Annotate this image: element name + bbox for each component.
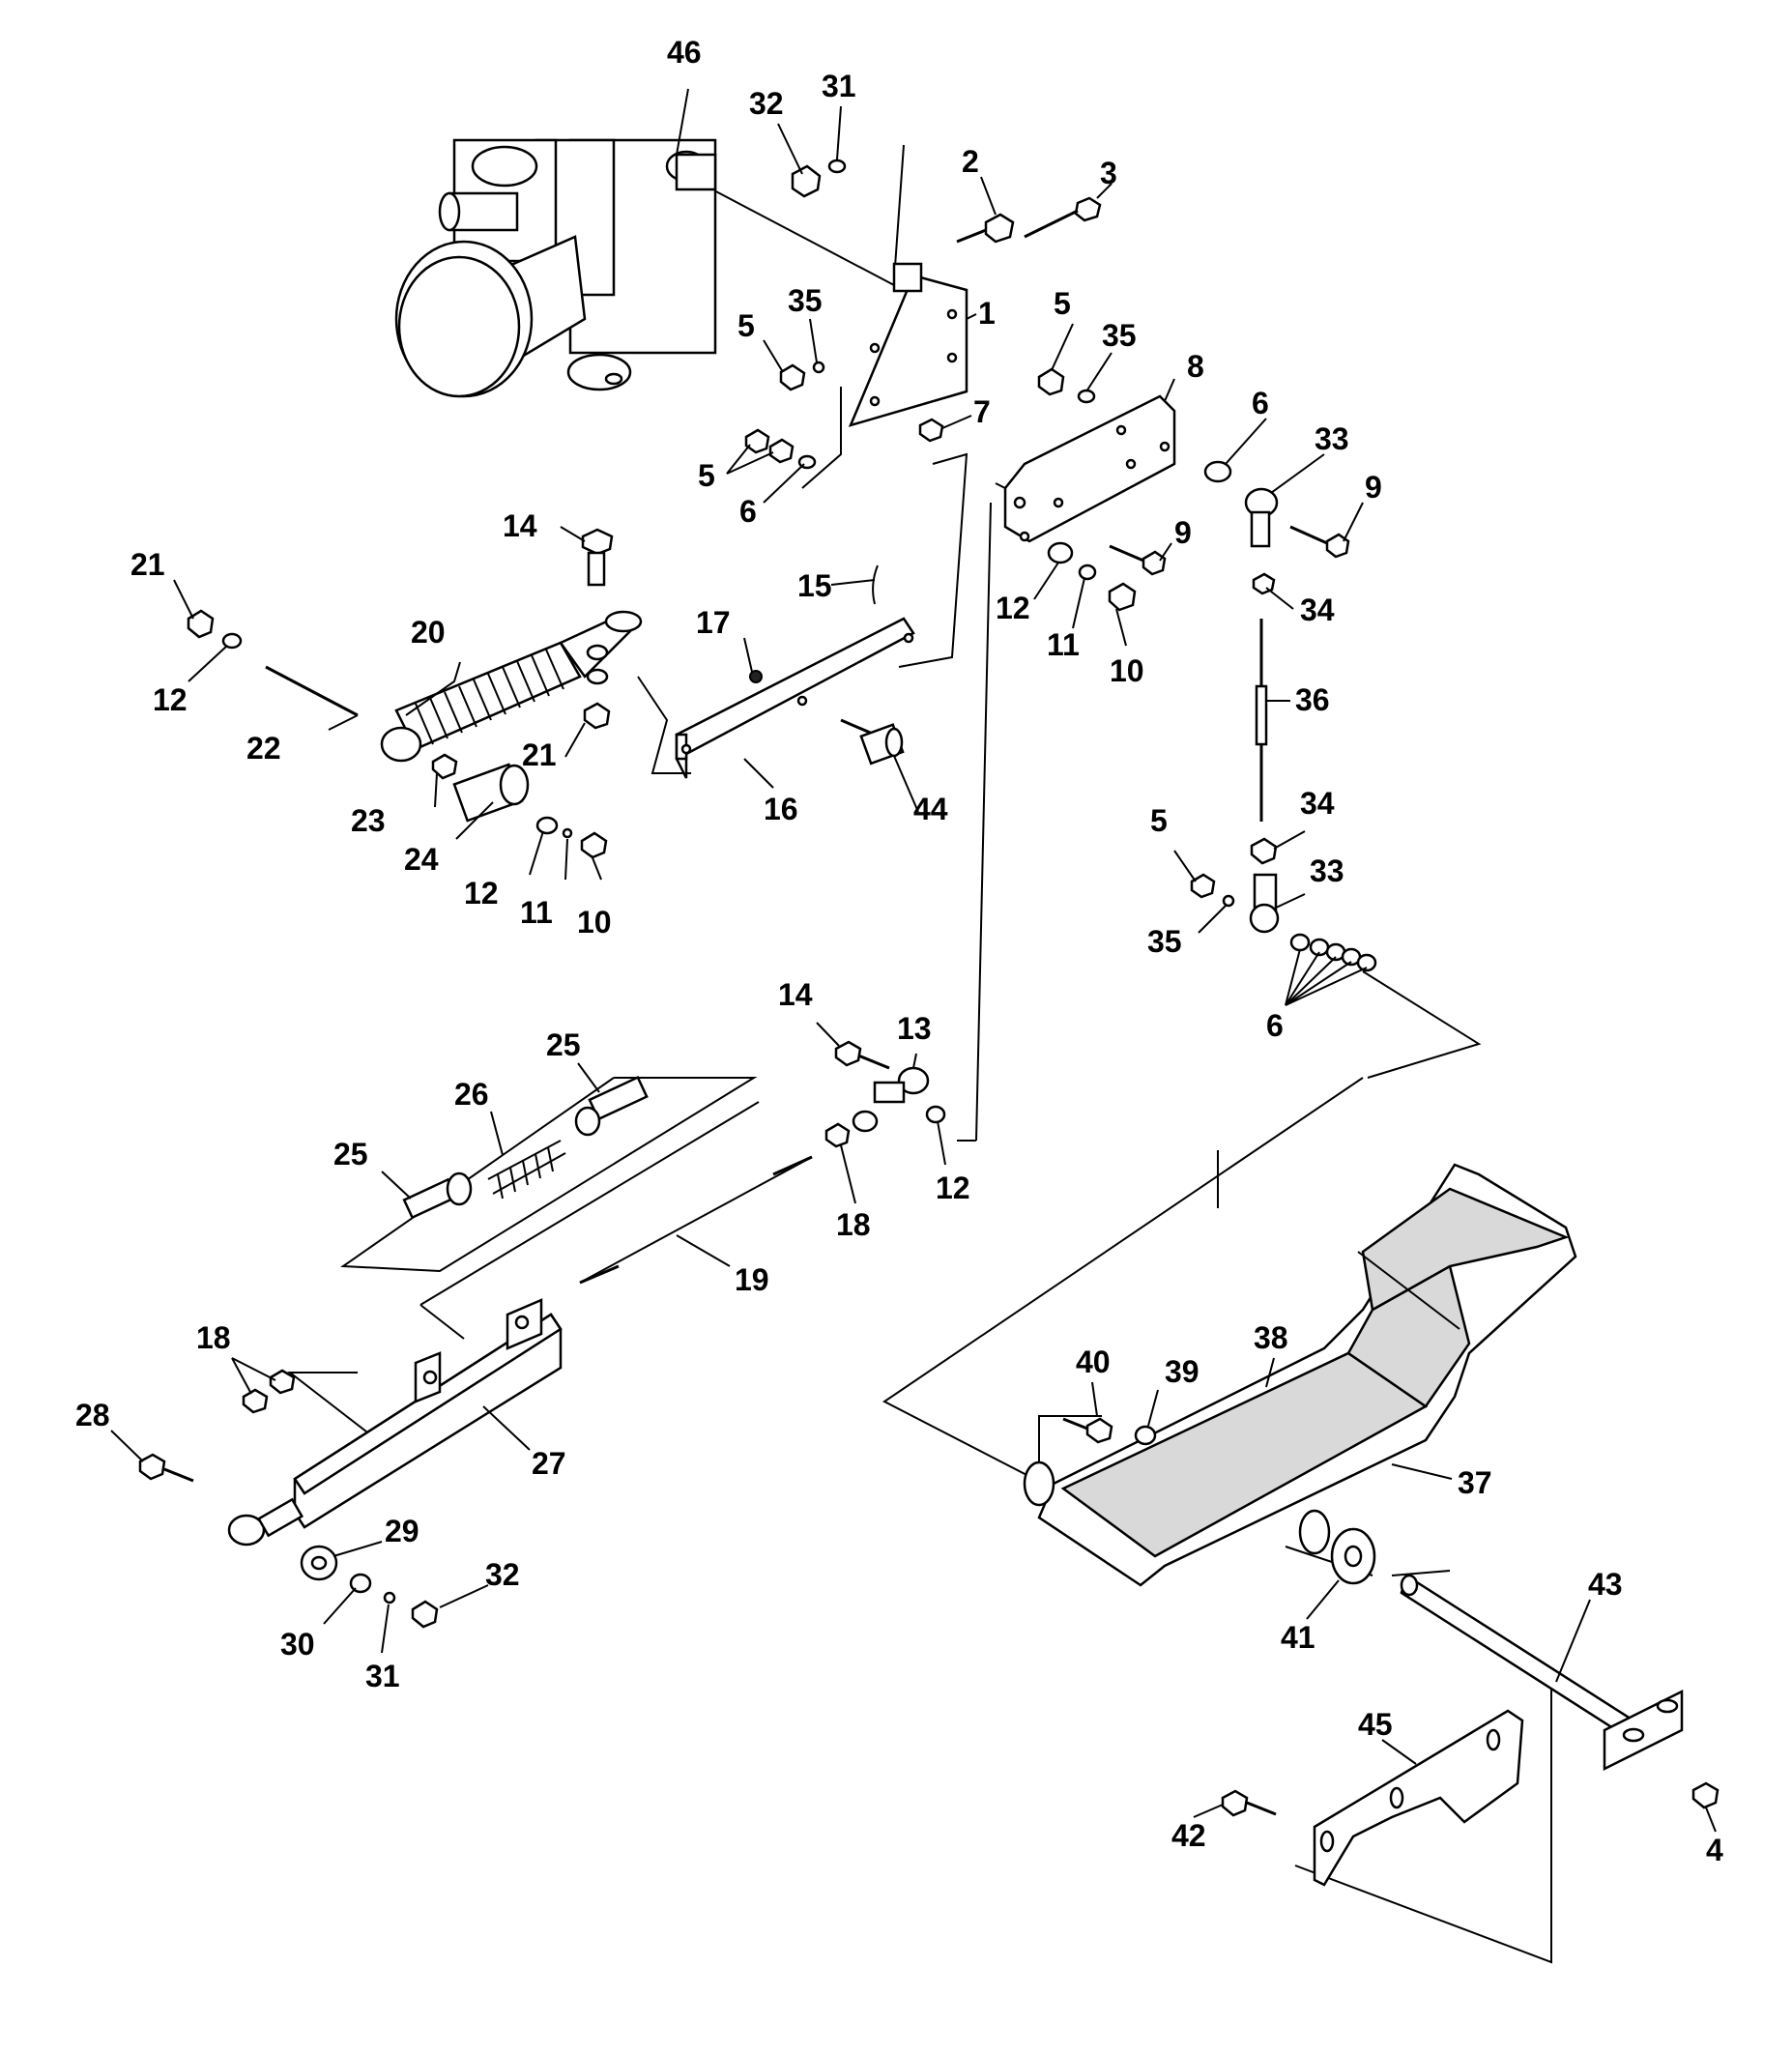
label-4: 4 [1706, 1833, 1723, 1867]
label-21b: 21 [522, 737, 557, 772]
label-35b: 35 [1102, 318, 1137, 353]
label-14b: 14 [778, 977, 813, 1012]
label-43: 43 [1588, 1567, 1623, 1602]
label-10a: 10 [1110, 653, 1144, 688]
label-13: 13 [897, 1011, 932, 1046]
label-31b: 31 [365, 1659, 400, 1693]
label-27: 27 [532, 1446, 566, 1481]
label-42: 42 [1171, 1818, 1206, 1853]
spring-26 [487, 1140, 566, 1200]
label-38: 38 [1254, 1320, 1288, 1355]
label-37: 37 [1458, 1465, 1492, 1500]
label-41: 41 [1281, 1620, 1315, 1655]
label-19: 19 [735, 1262, 769, 1297]
label-5d: 5 [1150, 803, 1168, 838]
label-11b: 11 [520, 895, 553, 930]
label-8: 8 [1187, 349, 1204, 384]
label-26: 26 [454, 1077, 489, 1112]
label-6b: 6 [1252, 386, 1269, 420]
label-16: 16 [764, 792, 798, 826]
plate-8 [995, 394, 1176, 543]
label-44: 44 [913, 792, 948, 826]
label-6c: 6 [1266, 1008, 1284, 1043]
label-28: 28 [75, 1398, 110, 1432]
label-12a: 12 [153, 682, 188, 717]
label-36: 36 [1295, 682, 1330, 717]
linkage-rod-assembly [402, 1040, 946, 1285]
label-34a: 34 [1300, 593, 1335, 627]
label-5b: 5 [1054, 286, 1071, 321]
label-3: 1 [978, 296, 996, 331]
label-35a: 35 [788, 283, 823, 318]
label-32b: 32 [485, 1557, 520, 1592]
callout-labels: 46 32 31 2 3 1 5 35 5 35 8 7 5 6 6 33 9 … [75, 35, 1723, 1867]
label-5a: 5 [737, 308, 755, 343]
spring-arm-assembly [187, 528, 915, 859]
label-5c: 5 [698, 458, 715, 493]
label-20: 20 [411, 615, 446, 650]
label-15: 15 [797, 568, 832, 603]
label-33a: 33 [1315, 421, 1349, 456]
label-6a: 6 [739, 494, 757, 529]
label-39: 39 [1165, 1354, 1199, 1389]
label-11a: 11 [1047, 627, 1080, 662]
label-35c: 35 [1147, 924, 1182, 959]
label-30: 30 [280, 1627, 315, 1662]
label-23: 23 [351, 803, 386, 838]
label-18a: 18 [836, 1207, 871, 1242]
label-12c: 12 [464, 876, 499, 911]
label-9a: 9 [1365, 470, 1382, 505]
label-25a: 25 [546, 1027, 581, 1062]
label-24: 24 [404, 842, 439, 877]
bracket-1 [848, 262, 968, 427]
label-46: 46 [667, 35, 702, 70]
label-25b: 25 [333, 1137, 368, 1171]
label-1: 3 [1100, 156, 1117, 190]
label-17: 17 [696, 605, 731, 640]
label-34b: 34 [1300, 786, 1335, 821]
foot-pedal-37 [1023, 1163, 1720, 1887]
label-22: 22 [246, 731, 281, 766]
label-29: 29 [385, 1514, 419, 1548]
label-45: 45 [1358, 1707, 1393, 1742]
label-33b: 33 [1310, 853, 1344, 888]
label-12b: 12 [996, 591, 1030, 625]
label-40: 40 [1076, 1345, 1111, 1379]
label-32: 32 [749, 86, 784, 121]
label-31: 31 [822, 69, 856, 103]
label-18b: 18 [196, 1320, 231, 1355]
label-12d: 12 [936, 1171, 970, 1205]
label-10b: 10 [577, 905, 612, 940]
motor-gearbox-46 [394, 138, 717, 398]
leader-lines [110, 88, 1717, 1833]
hardware-top [744, 159, 1377, 972]
pedal-arm-27 [138, 1298, 563, 1629]
label-14a: 14 [503, 508, 537, 543]
label-2: 2 [962, 144, 979, 179]
label-7: 7 [973, 394, 991, 429]
label-21a: 21 [130, 547, 165, 582]
spring-coils [415, 649, 564, 745]
label-9b: 9 [1174, 515, 1192, 550]
